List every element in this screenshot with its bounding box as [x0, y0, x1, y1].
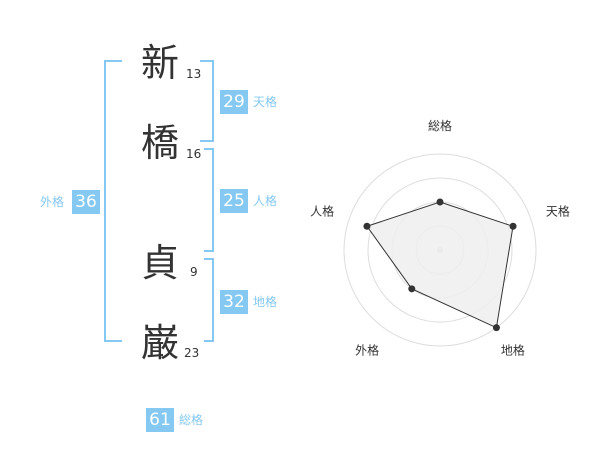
name-char-3: 貞 — [140, 241, 179, 285]
tenkaku-score: 29 — [220, 90, 248, 114]
name-char-1: 新 — [140, 41, 179, 85]
stroke-count-4: 23 — [184, 346, 200, 360]
radar-axis-label-4: 外格 — [355, 342, 379, 357]
radar-data-polygon — [366, 201, 514, 329]
radar-point-2 — [509, 222, 517, 230]
chikaku-label: 地格 — [253, 295, 278, 309]
tenkaku-label: 天格 — [253, 95, 278, 109]
radar-point-4 — [408, 285, 416, 293]
chikaku-score: 32 — [220, 290, 248, 314]
soukaku-label: 総格 — [179, 413, 204, 427]
jinkaku-score: 25 — [220, 189, 248, 213]
radar-axis-label-2: 天格 — [546, 204, 570, 219]
soukaku-score: 61 — [146, 408, 174, 432]
chikaku-bracket — [204, 258, 214, 342]
tenkaku-bracket — [200, 60, 214, 142]
name-char-2: 橋 — [140, 121, 179, 165]
stroke-count-2: 16 — [186, 147, 202, 161]
radar-point-3 — [492, 324, 500, 332]
gaikaku-score: 36 — [72, 190, 100, 214]
stroke-count-1: 13 — [186, 67, 202, 81]
radar-points — [363, 198, 517, 332]
jinkaku-label: 人格 — [253, 194, 278, 208]
radar-point-1 — [436, 198, 444, 206]
radar-ring — [343, 153, 537, 347]
radar-ring — [367, 177, 513, 323]
radar-axis-label-5: 人格 — [310, 204, 334, 219]
gaikaku-label: 外格 — [40, 195, 65, 209]
radar-axis-label-1: 総格 — [428, 118, 452, 133]
stroke-count-3: 9 — [190, 265, 198, 279]
jinkaku-bracket — [204, 148, 214, 252]
name-char-4: 巌 — [140, 321, 179, 365]
gaikaku-bracket — [104, 60, 122, 342]
radar-point-5 — [363, 222, 371, 230]
radar-axis-label-3: 地格 — [501, 342, 525, 357]
